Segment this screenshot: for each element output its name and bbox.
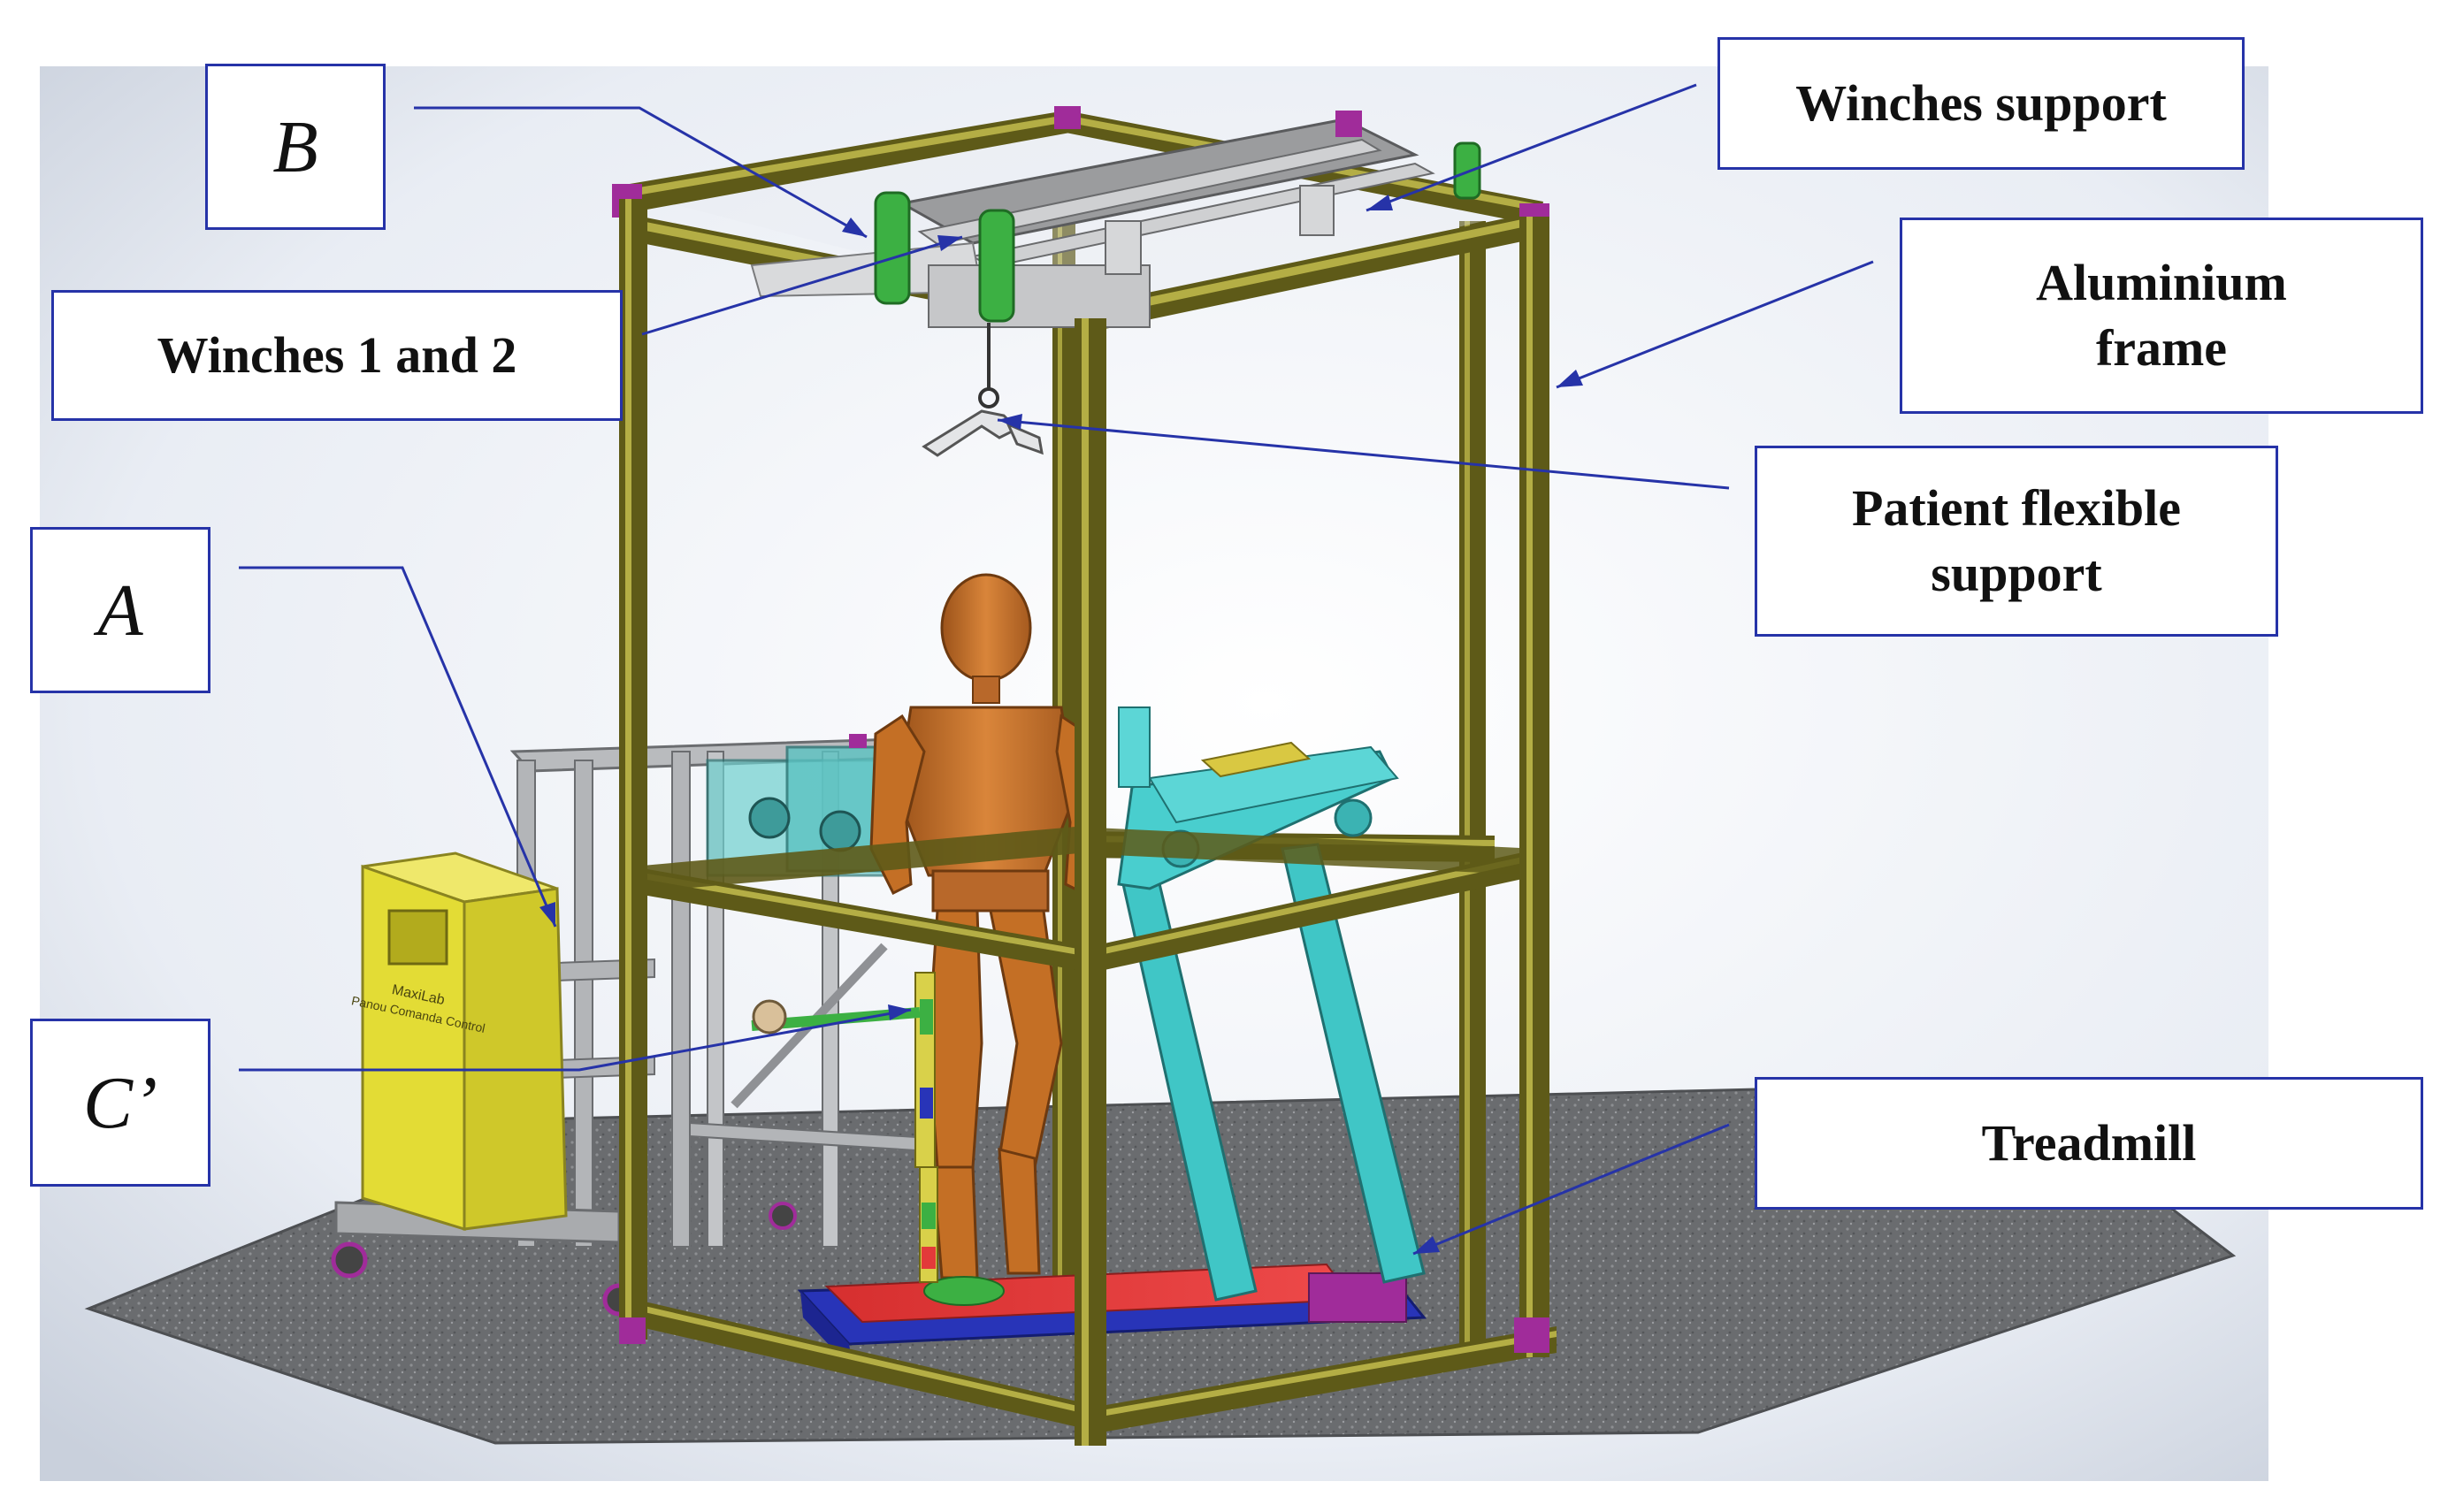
callout-line-winches-support [1366, 83, 1697, 212]
callout-lines [239, 83, 1874, 1256]
label-b: B [205, 64, 386, 230]
callout-line-b [414, 106, 868, 239]
callout-arrowheads [539, 195, 1583, 1254]
winches [874, 141, 1481, 323]
callout-line-treadmill [1412, 1123, 1730, 1256]
winch-icon [874, 191, 911, 305]
label-c-prime: C’ [30, 1019, 210, 1187]
label-aluminium-frame: Aluminium frame [1900, 218, 2423, 414]
winch-icon [978, 209, 1015, 323]
label-winches-support: Winches support [1717, 37, 2245, 170]
hook-icon [978, 387, 999, 409]
label-treadmill-text: Treadmill [1981, 1114, 2197, 1172]
winches-support-structure [750, 111, 1435, 328]
callout-line-aluminium-frame [1556, 260, 1874, 389]
control-box: MaxiLab Panou Comanda Control [350, 851, 568, 1232]
label-winches-1-and-2-text: Winches 1 and 2 [157, 326, 517, 384]
label-aluminium-frame-line2: frame [2095, 319, 2228, 377]
label-aluminium-frame-line1: Aluminium [2036, 254, 2287, 311]
label-winches-1-and-2: Winches 1 and 2 [51, 290, 623, 421]
label-winches-support-text: Winches support [1795, 74, 2167, 132]
label-c-prime-text: C’ [83, 1061, 157, 1144]
label-treadmill: Treadmill [1755, 1077, 2423, 1210]
label-patient-flexible-support-line2: support [1931, 545, 2102, 602]
callout-line-patient-support [997, 418, 1730, 490]
label-patient-flexible-support-line1: Patient flexible [1851, 479, 2182, 537]
aluminium-frame-front [619, 199, 1557, 1446]
label-a-text: A [97, 569, 143, 652]
label-a: A [30, 527, 210, 693]
caster-wheel-icon [331, 1241, 368, 1279]
callout-line-a [239, 566, 557, 928]
patient-flexible-support [922, 323, 1044, 457]
caster-wheel-icon [769, 1202, 797, 1230]
callout-line-c [239, 1008, 912, 1072]
label-b-text: B [272, 105, 318, 188]
callout-line-winches-12 [641, 235, 963, 336]
label-patient-flexible-support: Patient flexible support [1755, 446, 2278, 637]
